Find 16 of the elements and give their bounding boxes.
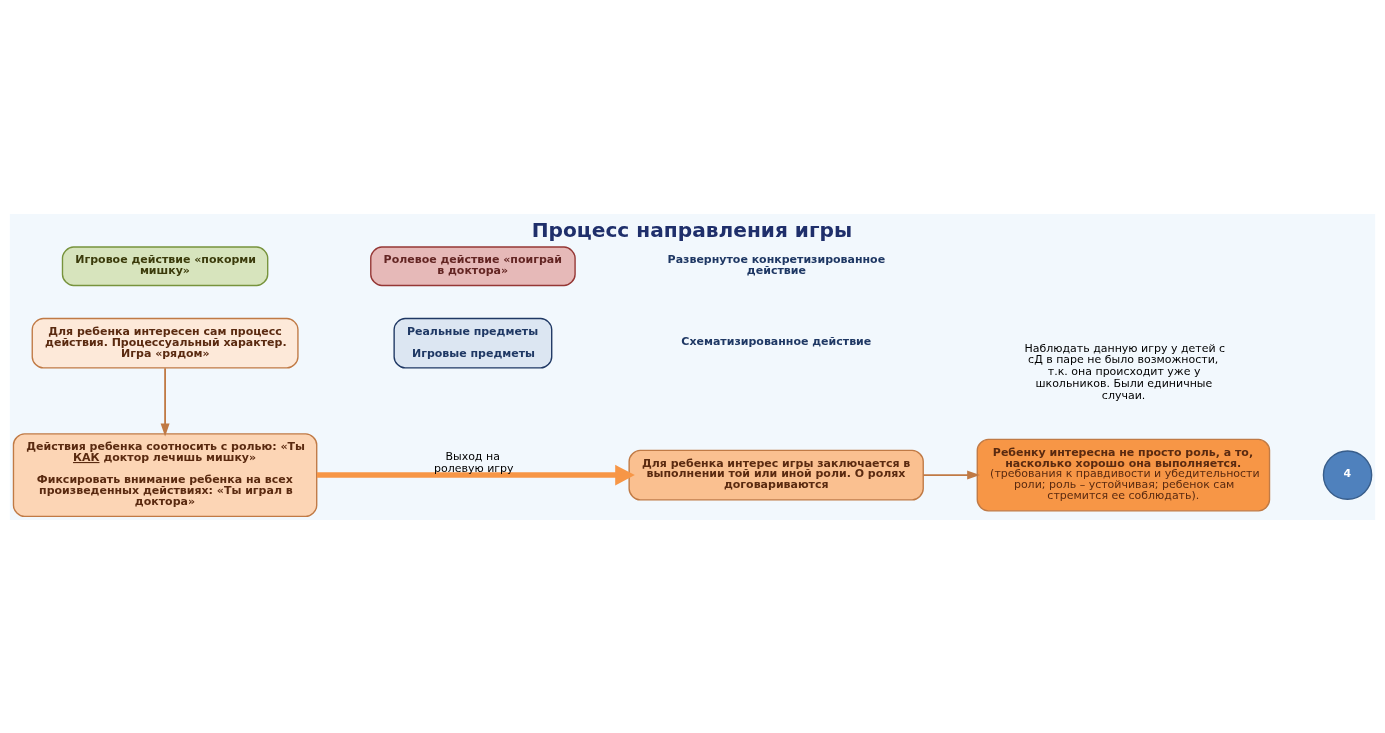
node-circle: 4 xyxy=(1322,449,1373,500)
label: Наблюдать данную игру у детей с сД в паре не было возможности, т.к. она происходит уже у школьников. Были единичные случаи. xyxy=(1024,341,1226,402)
arrow xyxy=(922,470,980,480)
label: Развернутое конкретизированное действие xyxy=(667,252,886,277)
node-box: Ролевое действие «поиграй в доктора» xyxy=(370,245,576,286)
node-box: Игровое действие «покорми мишку» xyxy=(61,245,269,286)
node-box: Ребенку интересна не просто роль, а то, насколько хорошо она выполняется. (требования к правдивости и убедительности роли; роль – устойчивая; ребенок сам стремится ее соблюдать). xyxy=(976,438,1271,512)
diagram-title: Процесс направления игры xyxy=(531,217,853,242)
arrow xyxy=(317,464,635,485)
node-box: Реальные предметы Игровые предметы xyxy=(393,317,553,369)
label: Схематизированное действие xyxy=(681,334,872,348)
edge-label: Выход на ролевую игру xyxy=(433,449,514,475)
node-box: Для ребенка интересен сам процесс действия. Процессуальный характер. Игра «рядом» xyxy=(31,317,299,369)
node-box: Для ребенка интерес игры заключается в выполнении той или иной роли. О ролях договариваются xyxy=(628,449,924,501)
arrow xyxy=(160,366,170,436)
node-box: Действия ребенка соотносить с ролью: «Ты КАК доктор лечишь мишку» Фиксировать внимание ребенка на всех произведенных действиях: «Ты играл в доктора» xyxy=(12,432,318,517)
